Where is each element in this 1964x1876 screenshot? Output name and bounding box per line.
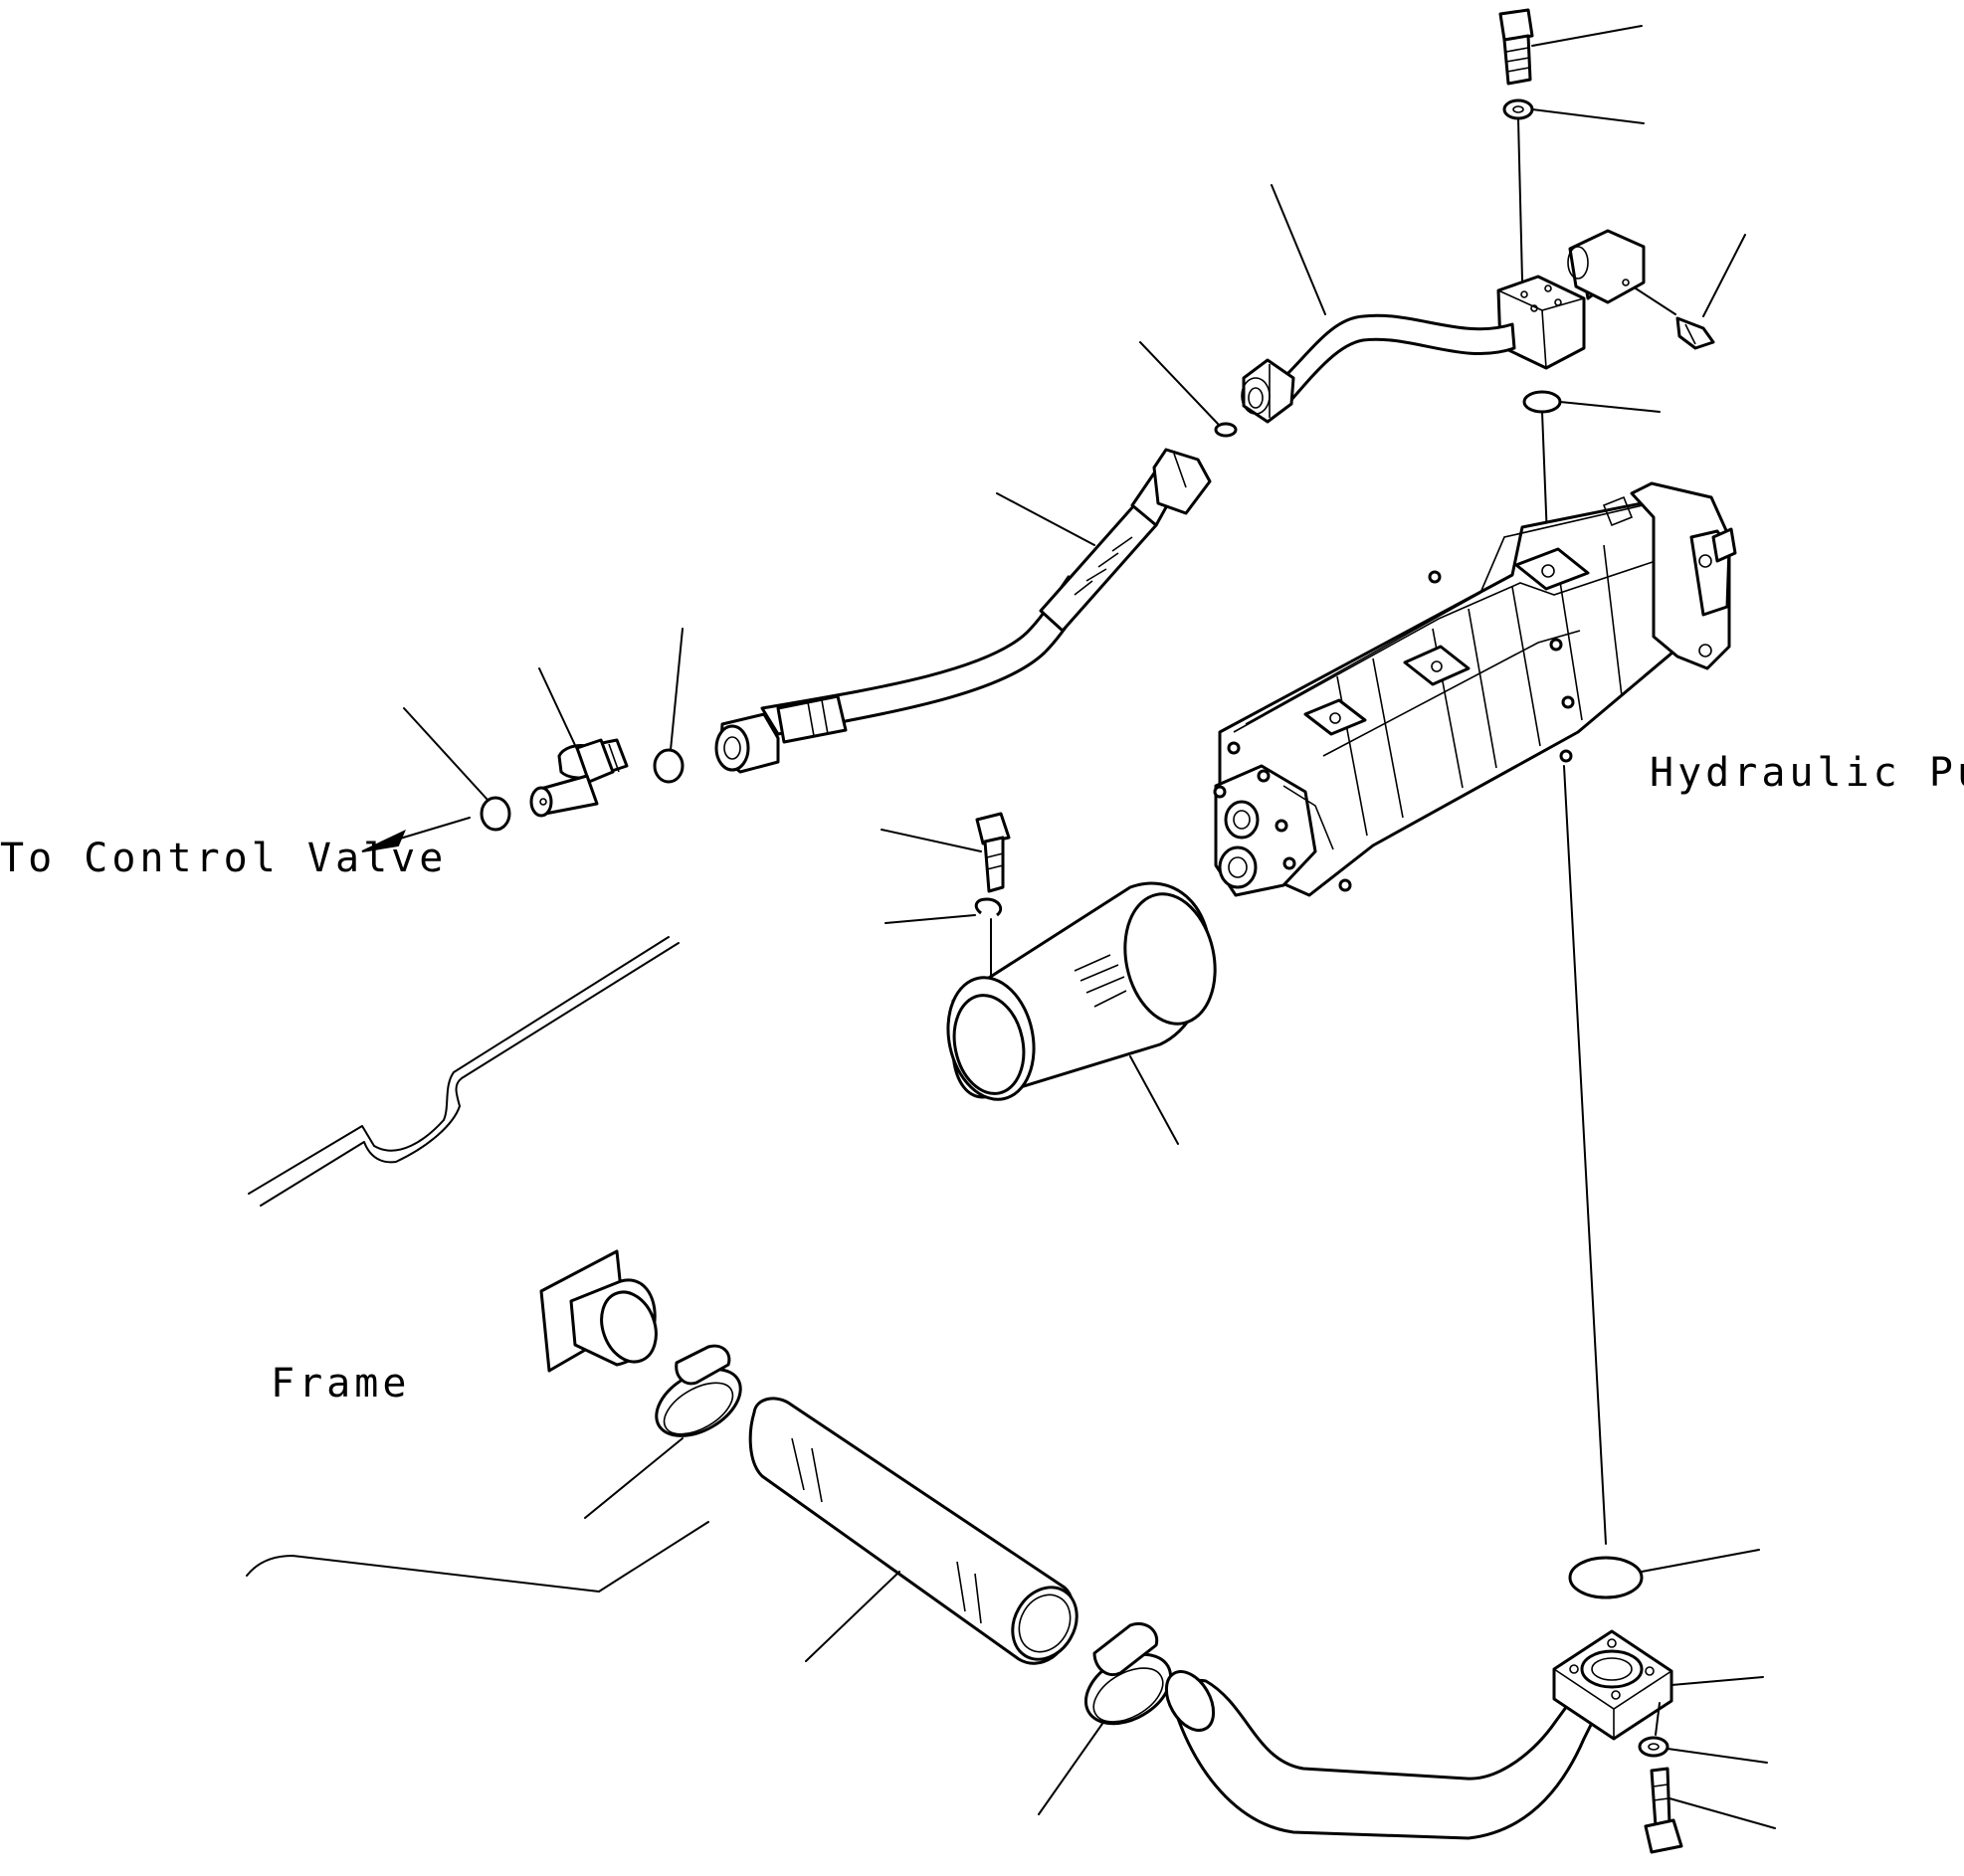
leader-line	[996, 492, 1095, 546]
center-line	[1563, 765, 1607, 1545]
frame-suction-port	[539, 1249, 658, 1373]
leader-line	[246, 1521, 709, 1593]
leader-line	[1531, 108, 1645, 124]
snap-ring	[974, 897, 1003, 917]
hose-clamp	[1083, 1622, 1173, 1726]
bolt	[975, 812, 1011, 893]
filter-element	[946, 881, 1217, 1101]
top-washer	[1502, 98, 1534, 120]
leader-line	[403, 707, 489, 801]
bottom-washer	[1638, 1736, 1669, 1758]
suction-tube	[1164, 1670, 1604, 1840]
bottom-bolt	[1644, 1767, 1683, 1854]
leader-line	[584, 1437, 684, 1519]
arrow-head	[361, 829, 406, 852]
hydraulic-pump	[1213, 481, 1737, 897]
suction-o-ring	[1568, 1556, 1644, 1599]
leader-line	[1129, 1055, 1179, 1145]
leader-line	[1531, 25, 1643, 47]
top-bolt	[1498, 8, 1534, 86]
leader-line	[1669, 1797, 1776, 1829]
leader-line	[884, 914, 976, 924]
hose-clamp	[655, 1344, 742, 1437]
leader-line	[805, 1571, 900, 1662]
suction-hose	[748, 1397, 1079, 1665]
leader-line	[1702, 234, 1746, 317]
leader-line	[670, 628, 684, 751]
leader-line	[1635, 287, 1676, 315]
leader-line	[1670, 1676, 1764, 1686]
discharge-tube	[1241, 313, 1516, 424]
leader-line	[1139, 341, 1219, 425]
pump-top-o-ring	[1522, 390, 1562, 414]
o-ring	[1214, 422, 1238, 438]
leader-line	[881, 829, 982, 852]
leader-line	[1559, 401, 1661, 413]
leader-line	[538, 667, 582, 759]
leader-line	[1641, 1549, 1760, 1573]
hydraulic-pump-label: Hydraulic Pump	[1650, 750, 1964, 796]
leader-line	[1271, 184, 1326, 315]
o-ring	[480, 796, 511, 832]
leader-line	[1667, 1748, 1768, 1764]
plug	[1675, 316, 1715, 350]
o-ring	[653, 748, 685, 784]
discharge-flange-block	[1496, 229, 1646, 370]
suction-flange	[1552, 1629, 1673, 1741]
pressure-hose	[714, 448, 1212, 774]
center-line	[1655, 1702, 1661, 1736]
center-line	[1517, 118, 1523, 281]
to-control-valve-label: To Control Valve	[0, 836, 447, 881]
frame-label: Frame	[271, 1361, 410, 1407]
frame-outline	[248, 936, 680, 1207]
direction-arrow	[389, 817, 471, 843]
leader-line	[1038, 1720, 1105, 1815]
